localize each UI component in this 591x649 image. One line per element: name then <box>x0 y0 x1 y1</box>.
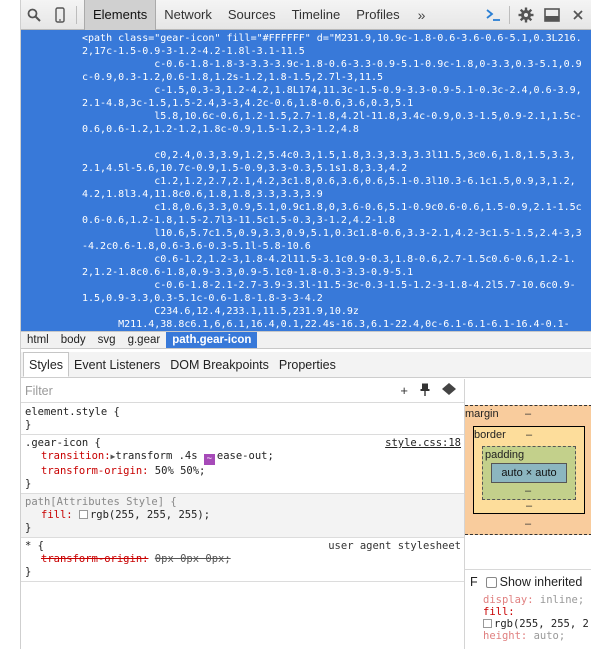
computed-header: F Show inherited <box>465 570 591 594</box>
show-inherited-label[interactable]: Show inherited <box>499 575 583 589</box>
dom-tree-selected-node[interactable]: <path class="gear-icon" fill="#FFFFFF" d… <box>21 30 591 331</box>
box-model-padding[interactable]: padding – auto × auto <box>482 446 576 500</box>
breadcrumb: html body svg g.gear path.gear-icon <box>21 331 591 349</box>
declaration-transform-origin[interactable]: transform-origin: 50% 50%; <box>25 465 460 478</box>
box-model-content[interactable]: auto × auto <box>491 463 567 483</box>
rule-close-brace: } <box>25 478 32 490</box>
breadcrumb-html[interactable]: html <box>27 334 49 346</box>
panel-tabs: Elements Network Sources Timeline Profil… <box>84 0 435 30</box>
settings-gear-icon[interactable] <box>513 0 539 30</box>
filter-actions: + <box>400 382 464 399</box>
computed-filter-label: F <box>470 575 478 589</box>
toolbar-separator <box>76 5 77 24</box>
property-name: transform-origin: <box>41 465 149 477</box>
close-devtools-icon[interactable] <box>565 0 591 30</box>
rule-selector: * { <box>25 540 44 552</box>
computed-properties: display: inline; fill: rgb(255, 255, 2 h… <box>465 594 591 642</box>
dock-side-icon[interactable] <box>539 0 565 30</box>
property-name: transform-origin: <box>41 553 149 565</box>
property-value: 0px 0px 0px; <box>154 553 231 565</box>
more-tabs-button[interactable]: » <box>417 6 426 23</box>
gear-icon-rule: .gear-icon { style.css:18 transition:▶tr… <box>21 435 464 494</box>
show-inherited-checkbox[interactable] <box>485 576 497 588</box>
rule-close-brace: } <box>25 566 32 578</box>
property-name: fill: <box>483 606 515 618</box>
margin-top-value[interactable]: – <box>525 408 532 420</box>
user-agent-rule: * { user agent stylesheet transform-orig… <box>21 538 464 582</box>
rule-selector: path[Attributes Style] { <box>25 496 177 508</box>
toolbar-separator <box>509 5 510 24</box>
padding-bottom-value[interactable]: – <box>525 485 532 497</box>
tab-event-listeners[interactable]: Event Listeners <box>74 357 161 372</box>
tab-elements[interactable]: Elements <box>84 0 157 30</box>
left-gutter <box>0 0 21 649</box>
color-format-icon[interactable] <box>442 382 456 399</box>
rule-source-link[interactable]: style.css:18 <box>385 437 461 449</box>
padding-label: padding <box>485 449 525 461</box>
rule-close-brace: } <box>25 522 32 534</box>
property-value-easing: ease-out; <box>216 450 274 462</box>
color-swatch[interactable] <box>78 510 88 519</box>
tab-timeline[interactable]: Timeline <box>291 7 341 22</box>
property-value: auto; <box>533 630 566 642</box>
border-top-value[interactable]: – <box>526 429 533 441</box>
style-rules-pane: element.style { } .gear-icon { style.css… <box>21 404 464 649</box>
rule-selector[interactable]: element.style { <box>25 406 120 418</box>
inspect-search-icon[interactable] <box>21 0 47 30</box>
computed-display[interactable]: display: inline; <box>483 594 591 606</box>
toolbar-right <box>480 0 591 30</box>
breadcrumb-body[interactable]: body <box>60 334 86 346</box>
new-style-rule-icon[interactable]: + <box>400 382 408 398</box>
breadcrumb-path-gear-icon[interactable]: path.gear-icon <box>166 332 258 348</box>
declaration-fill[interactable]: fill: rgb(255, 255, 255); <box>25 509 460 522</box>
property-value: 50% 50%; <box>154 465 206 477</box>
expand-triangle-icon[interactable]: ▶ <box>110 452 116 461</box>
styles-filter-bar: + <box>21 379 464 403</box>
computed-fill[interactable]: fill: <box>483 606 591 618</box>
computed-styles-pane: F Show inherited display: inline; fill: … <box>464 569 591 649</box>
property-value: inline; <box>539 594 585 606</box>
console-drawer-icon[interactable] <box>480 0 506 30</box>
border-bottom-value[interactable]: – <box>526 500 533 512</box>
rule-source-label: user agent stylesheet <box>328 540 461 552</box>
declaration-transition[interactable]: transition:▶transform .4s ~ease-out; <box>25 450 460 465</box>
property-name: display: <box>483 594 534 606</box>
toggle-element-state-icon[interactable] <box>420 383 430 399</box>
color-swatch[interactable] <box>483 619 492 628</box>
devtools-toolbar: Elements Network Sources Timeline Profil… <box>21 0 591 30</box>
property-name: height: <box>483 630 528 642</box>
tab-network[interactable]: Network <box>164 7 212 22</box>
tab-styles[interactable]: Styles <box>23 352 70 377</box>
property-value: transform .4s <box>115 450 198 462</box>
breadcrumb-g-gear[interactable]: g.gear <box>127 334 161 346</box>
breadcrumb-svg[interactable]: svg <box>97 334 116 346</box>
margin-bottom-value[interactable]: – <box>525 518 532 530</box>
border-label: border <box>474 429 506 441</box>
declaration-transform-origin-overridden: transform-origin: 0px 0px 0px; <box>25 553 460 566</box>
tab-properties[interactable]: Properties <box>278 357 336 372</box>
box-model-diagram: margin – – border – – padding – auto × a… <box>464 379 591 569</box>
selected-node-source: <path class="gear-icon" fill="#FFFFFF" d… <box>82 33 582 330</box>
tab-dom-breakpoints[interactable]: DOM Breakpoints <box>170 357 269 372</box>
device-mode-icon[interactable] <box>47 0 73 30</box>
margin-label: margin <box>465 408 499 420</box>
property-name: transition: <box>41 450 111 462</box>
property-name: fill: <box>41 509 73 521</box>
styles-filter-input[interactable] <box>25 383 225 398</box>
tab-profiles[interactable]: Profiles <box>356 7 400 22</box>
rule-close-brace: } <box>25 419 32 431</box>
box-model-margin[interactable]: margin – – border – – padding – auto × a… <box>465 405 591 535</box>
computed-fill-value: rgb(255, 255, 2 <box>483 618 591 630</box>
rule-selector[interactable]: .gear-icon { <box>25 437 101 449</box>
box-model-border[interactable]: border – – padding – auto × auto <box>473 426 585 514</box>
property-value: rgb(255, 255, 2 <box>494 618 589 630</box>
sidebar-tabs: Styles Event Listeners DOM Breakpoints P… <box>21 352 591 378</box>
tab-sources[interactable]: Sources <box>227 7 276 22</box>
element-style-rule: element.style { } <box>21 404 464 435</box>
attributes-style-rule: path[Attributes Style] { fill: rgb(255, … <box>21 494 464 538</box>
computed-height[interactable]: height: auto; <box>483 630 591 642</box>
bezier-curve-icon[interactable]: ~ <box>203 454 215 465</box>
property-value: rgb(255, 255, 255); <box>89 509 211 521</box>
